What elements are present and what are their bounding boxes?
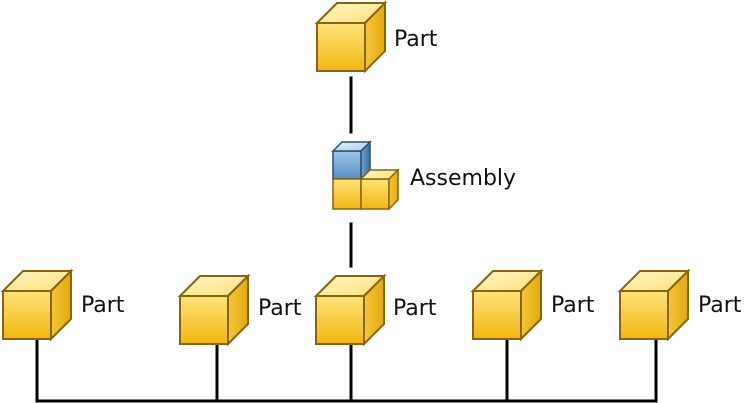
child-part-node-1: Part [2,270,125,340]
assembly-cubes-icon [331,140,400,211]
part-cube-icon [472,270,542,340]
child-part-node-3: Part [315,275,437,345]
child-part-label-5: Part [698,293,742,318]
part-cube-icon [315,275,385,345]
child-part-label-3: Part [393,296,437,321]
connectors [35,76,658,403]
child-part-node-4: Part [472,270,595,340]
child-part-label-4: Part [551,293,595,318]
assembly-label: Assembly [410,166,516,191]
child-part-label-2: Part [258,296,302,321]
top-part-label: Part [394,27,438,52]
part-cube-icon [179,275,249,345]
assembly-node: Assembly [331,140,516,211]
part-cube-icon [316,2,386,72]
child-part-node-2: Part [179,275,302,345]
part-cube-icon [2,270,72,340]
child-part-label-1: Part [81,293,125,318]
top-part-node: Part [316,2,438,72]
child-part-node-5: Part [619,270,742,340]
part-cube-icon [619,270,689,340]
